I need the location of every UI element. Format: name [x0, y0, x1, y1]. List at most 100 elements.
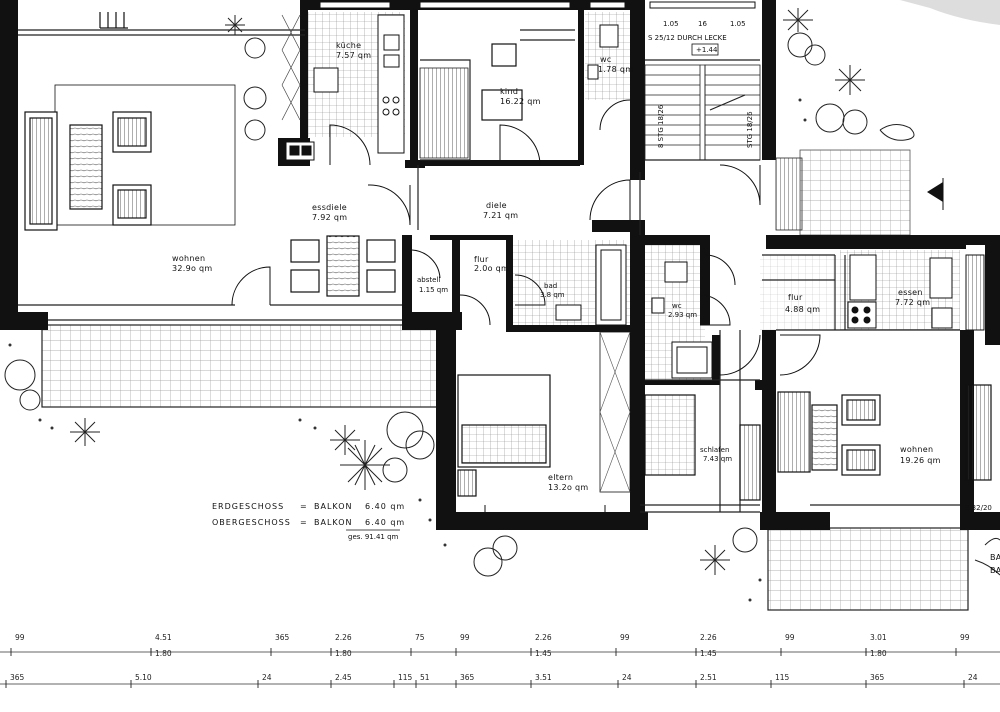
label-wohnen-right-area: 19.26 qm — [900, 456, 941, 465]
staircase — [644, 64, 761, 161]
label-flur-center-name: flur — [474, 255, 489, 264]
dimension-row-2-label: 365 — [460, 673, 475, 682]
dimension-row-2-label: 2.51 — [700, 673, 717, 682]
dimension-lines — [0, 651, 1000, 685]
dimension-row-1-label: 99 — [960, 633, 970, 642]
summary-upper-label: OBERGESCHOSS — [212, 518, 291, 527]
dimension-row-2-label: 365 — [10, 673, 25, 682]
label-essen-name: essen — [898, 288, 923, 297]
flur-right-tiles — [760, 255, 840, 330]
kitchen-diagonals — [281, 14, 301, 121]
stair-steps-right: STG 18/26 — [746, 111, 754, 148]
room-labels: küche 7.57 qm kind 16.22 qm wc 1.78 qm w… — [172, 41, 941, 492]
railing-mark — [99, 12, 128, 29]
summary-ground-sep: = — [300, 502, 308, 511]
terrace-top-right — [799, 149, 911, 236]
label-kind-name: kind — [500, 87, 518, 96]
page-smudge — [900, 0, 1000, 25]
dimension-row-1-label: 365 — [275, 633, 290, 642]
dimension-row-1-label: 2.26 — [700, 633, 717, 642]
balcony-summary: ERDGESCHOSS = BALKON 6.40 qm OBERGESCHOS… — [212, 502, 405, 541]
furniture-bedrooms — [457, 331, 992, 501]
summary-upper-area: 6.40 qm — [365, 518, 405, 527]
label-bad-area: 3.8 qm — [540, 291, 565, 299]
label-wohnen-right-name: wohnen — [900, 445, 933, 454]
dimension-row-1-label: 99 — [15, 633, 25, 642]
label-abstell-area: 1.15 qm — [419, 286, 448, 294]
stair-steps-left: 8 STG 18/26 — [657, 104, 665, 148]
label-wc-top-name: wc — [600, 55, 612, 64]
dimension-row-1-label: 2.26 — [535, 633, 552, 642]
label-essdiele-area: 7.92 qm — [312, 213, 347, 222]
stair-dim-top-mid: 16 — [698, 20, 707, 28]
stair-dim-top-right: 1.05 — [730, 20, 746, 28]
dimension-row-1-label: 3.01 — [870, 633, 887, 642]
dimension-row-1-label: 1.45 — [700, 649, 717, 658]
dimension-row-2-label: 3.51 — [535, 673, 552, 682]
label-wc-right-area: 2.93 qm — [668, 311, 697, 319]
label-kind-area: 16.22 qm — [500, 97, 541, 106]
label-eltern-area: 13.2o qm — [548, 483, 589, 492]
dimension-row-2-label: 5.10 — [135, 673, 152, 682]
dimension-row-2-label: 115 — [398, 673, 413, 682]
summary-upper-type: BALKON — [314, 518, 353, 527]
dimension-row-1-label: 99 — [460, 633, 470, 642]
dimension-row-1-label: 1.45 — [535, 649, 552, 658]
dimension-row-2-label: 51 — [420, 673, 430, 682]
dimension-row-1-label: 99 — [620, 633, 630, 642]
landscaping — [4, 8, 1000, 577]
edge-label-1: BA — [990, 553, 1000, 562]
label-bad-name: bad — [544, 282, 557, 290]
label-diele-name: diele — [486, 201, 507, 210]
edge-label-2: BA — [990, 566, 1000, 575]
label-diele-area: 7.21 qm — [483, 211, 518, 220]
summary-ground-area: 6.40 qm — [365, 502, 405, 511]
door-swings — [231, 99, 821, 512]
stair-level-box — [691, 43, 719, 56]
dimension-row-2-label: 24 — [968, 673, 978, 682]
dimension-row-1-label: 1.80 — [155, 649, 172, 658]
label-eltern-name: eltern — [548, 473, 573, 482]
label-flur-center-area: 2.0o qm — [474, 264, 509, 273]
dimension-row-1-label: 2.26 — [335, 633, 352, 642]
dimension-row-2-label: 24 — [262, 673, 272, 682]
shrub-dots — [8, 98, 807, 602]
label-kueche-area: 7.57 qm — [336, 51, 371, 60]
stair-rise-text: S 25/12 DURCH LECKE — [648, 34, 727, 42]
dimension-row-2-label: 365 — [870, 673, 885, 682]
label-wohnen-left-name: wohnen — [172, 254, 205, 263]
dimension-row-1-label: 1.80 — [335, 649, 352, 658]
label-flur-right-name: flur — [788, 293, 803, 302]
dimension-row-1-label: 1.80 — [870, 649, 887, 658]
label-essen-area: 7.72 qm — [895, 298, 930, 307]
stair-level: +1.44 — [696, 46, 718, 54]
stair-annotations: 1.05 16 1.05 S 25/12 DURCH LECKE +1.44 8… — [648, 20, 754, 148]
dimension-row-2-label: 2.45 — [335, 673, 352, 682]
label-schlafen-name: schlafen — [700, 446, 729, 454]
walls — [0, 0, 1000, 530]
stair-dim-top-left: 1.05 — [663, 20, 679, 28]
bath-fixtures — [555, 24, 985, 379]
summary-ground-label: ERDGESCHOSS — [212, 502, 284, 511]
label-wohnen-left-area: 32.9o qm — [172, 264, 213, 273]
label-flur-right-area: 4.88 qm — [785, 305, 820, 314]
label-wc-right-name: wc — [672, 302, 682, 310]
terrace-stairs — [419, 67, 803, 231]
thin-lines — [18, 29, 960, 513]
dimension-row-2-label: 115 — [775, 673, 790, 682]
balcony-right — [767, 527, 969, 611]
terrace-left — [41, 324, 439, 408]
label-essdiele-name: essdiele — [312, 203, 347, 212]
dimension-row-1-label: 99 — [785, 633, 795, 642]
furniture-left — [24, 43, 523, 297]
kitchen-fixtures — [285, 14, 405, 161]
label-kueche-name: küche — [336, 41, 361, 50]
corner-note: 9.32/20 — [965, 504, 992, 512]
label-wc-top-area: 1.78 qm — [598, 65, 633, 74]
label-abstell-name: abstell — [417, 276, 440, 284]
summary-ground-type: BALKON — [314, 502, 353, 511]
summary-upper-sep: = — [300, 518, 308, 527]
